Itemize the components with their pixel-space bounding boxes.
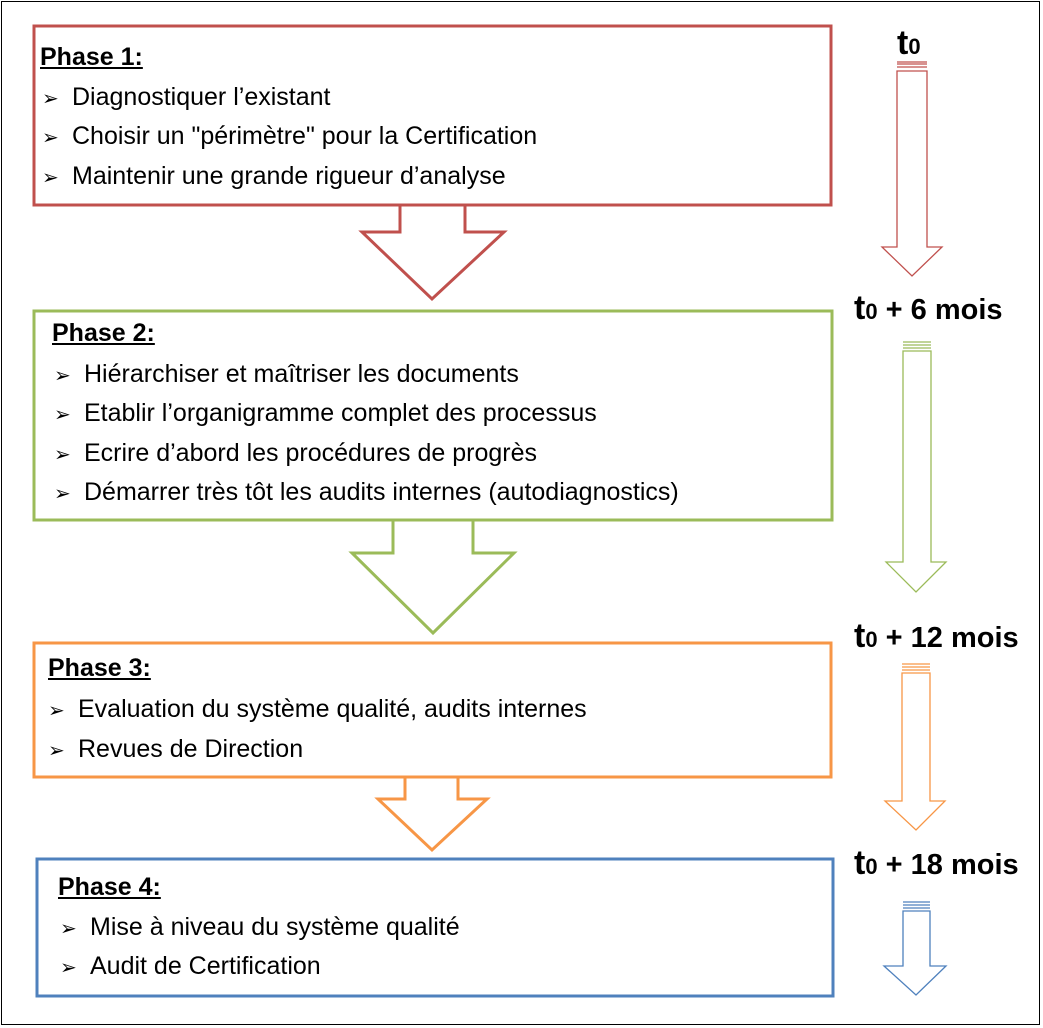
phase-4-item: ➢Mise à niveau du système qualité (60, 913, 460, 941)
bullet-icon: ➢ (42, 86, 59, 110)
timeline-arrow-icon (880, 61, 944, 277)
down-arrow-icon (374, 775, 491, 853)
bullet-icon: ➢ (54, 402, 71, 426)
timeline-label-18-months: t0 + 18 mois (854, 844, 1019, 882)
timeline-label-6-months: t0 + 6 mois (854, 289, 1003, 327)
bullet-icon: ➢ (42, 125, 59, 149)
phase-1-item: ➢Diagnostiquer l’existant (42, 83, 331, 111)
phase-2-title: Phase 2: (52, 319, 155, 347)
bullet-icon: ➢ (48, 738, 65, 762)
bullet-icon: ➢ (60, 955, 77, 979)
bullet-icon: ➢ (54, 442, 71, 466)
phase-2-item: ➢Démarrer très tôt les audits internes (… (54, 478, 679, 506)
phase-1-title: Phase 1: (40, 43, 143, 71)
phase-4-title: Phase 4: (58, 873, 161, 901)
bullet-icon: ➢ (54, 481, 71, 505)
phase-4-box (35, 857, 835, 998)
phase-2-item: ➢Etablir l’organigramme complet des proc… (54, 399, 597, 427)
timeline-label-t0: t0 (897, 24, 921, 62)
phase-3-item: ➢Revues de Direction (48, 735, 304, 763)
timeline-arrow-icon (882, 901, 948, 996)
phase-3-title: Phase 3: (48, 654, 151, 682)
down-arrow-icon (358, 203, 508, 302)
bullet-icon: ➢ (54, 363, 71, 387)
phase-2-item: ➢Hiérarchiser et maîtriser les documents (54, 360, 519, 388)
timeline-arrow-icon (883, 663, 947, 831)
phase-4-item: ➢Audit de Certification (60, 952, 321, 980)
phase-3-item: ➢Evaluation du système qualité, audits i… (48, 695, 587, 723)
bullet-icon: ➢ (42, 165, 59, 189)
bullet-icon: ➢ (60, 916, 77, 940)
phase-1-item: ➢Choisir un "périmètre" pour la Certific… (42, 122, 538, 150)
timeline-arrow-icon (884, 341, 948, 593)
down-arrow-icon (348, 518, 518, 636)
timeline-label-12-months: t0 + 12 mois (854, 617, 1019, 655)
phase-1-item: ➢Maintenir une grande rigueur d’analyse (42, 162, 506, 190)
bullet-icon: ➢ (48, 698, 65, 722)
phase-2-item: ➢Ecrire d’abord les procédures de progrè… (54, 439, 538, 467)
